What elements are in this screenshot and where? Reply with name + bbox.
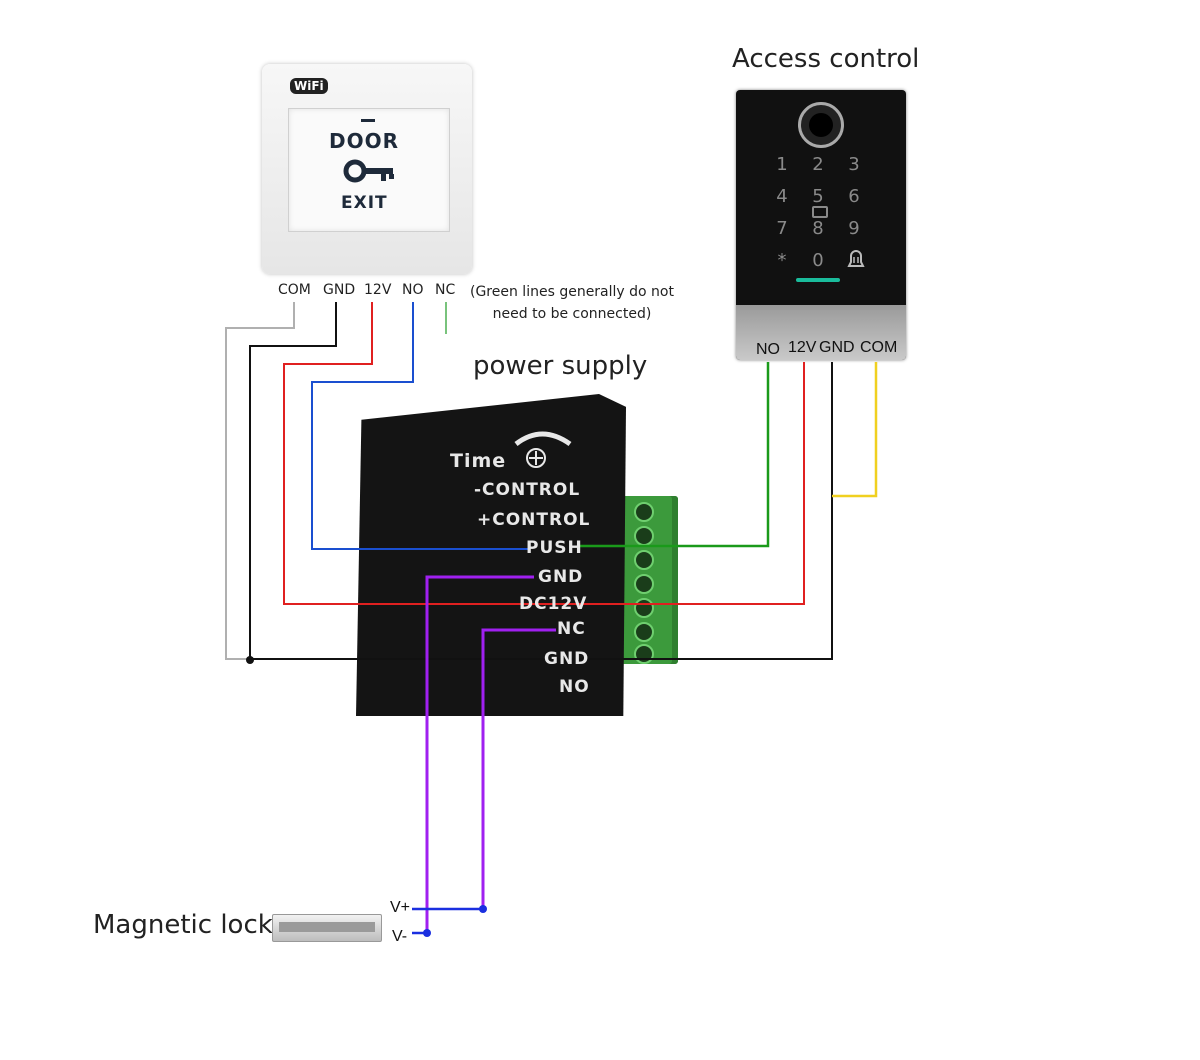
wire-keypad-com xyxy=(832,362,878,498)
key-icon xyxy=(343,157,399,190)
key-5: 5 xyxy=(812,186,824,207)
key-2: 2 xyxy=(812,154,824,175)
wire-push xyxy=(580,362,770,548)
exit-terminal-nc: NC xyxy=(435,282,456,298)
key-3: 3 xyxy=(848,154,860,175)
keypad-terminal-com: COM xyxy=(860,339,898,356)
keypad-terminal-no: NO xyxy=(756,341,780,358)
magnetic-lock-title: Magnetic lock xyxy=(93,910,273,940)
keypad-terminal-gnd: GND xyxy=(819,339,855,356)
wire-exit-no xyxy=(311,302,528,550)
key-0: 0 xyxy=(812,250,824,271)
green-lines-note: (Green lines generally do not need to be… xyxy=(462,281,682,325)
exit-button-face: DOOR EXIT xyxy=(288,108,450,232)
status-led xyxy=(796,278,840,282)
psu-label-no: NO xyxy=(559,677,590,697)
key-7: 7 xyxy=(776,218,788,239)
psu-label-minus-control: -CONTROL xyxy=(474,480,581,500)
screw xyxy=(634,550,654,570)
exit-terminal-gnd: GND xyxy=(323,282,356,298)
junction-dot xyxy=(479,905,487,913)
wire-exit-gnd xyxy=(249,302,833,660)
screw xyxy=(634,622,654,642)
key-4: 4 xyxy=(776,186,788,207)
psu-time-label: Time xyxy=(450,450,507,472)
key-1: 1 xyxy=(776,154,788,175)
psu-label-gnd: GND xyxy=(538,567,584,587)
note-line-1: (Green lines generally do not xyxy=(470,284,674,300)
note-line-2: need to be connected) xyxy=(492,306,652,322)
exit-terminal-com: COM xyxy=(278,282,311,298)
wifi-badge: WiFi xyxy=(290,78,328,94)
power-supply-unit xyxy=(356,394,626,716)
wire-lock-gnd xyxy=(425,575,534,933)
key-star: * xyxy=(777,250,787,271)
dash-mark xyxy=(361,119,375,122)
exit-terminal-no: NO xyxy=(402,282,424,298)
magnetic-lock-device xyxy=(272,914,382,942)
psu-label-dc12v: DC12V xyxy=(519,594,588,614)
lock-terminal-vminus: V- xyxy=(392,928,408,945)
wire-lock-nc xyxy=(481,628,556,909)
exit-button-device: WiFi DOOR EXIT xyxy=(262,64,472,274)
power-supply-title: power supply xyxy=(473,351,648,381)
fingerprint-sensor-icon xyxy=(798,102,844,148)
psu-label-gnd-2: GND xyxy=(544,649,590,669)
access-control-title: Access control xyxy=(732,44,920,74)
bell-icon xyxy=(846,248,866,275)
psu-label-nc: NC xyxy=(557,619,586,639)
screw xyxy=(634,502,654,522)
door-text: DOOR xyxy=(329,129,400,153)
key-9: 9 xyxy=(848,218,860,239)
card-icon xyxy=(812,206,828,218)
screw xyxy=(634,574,654,594)
lock-terminal-vplus: V+ xyxy=(390,899,411,916)
wire-exit-12v xyxy=(283,302,805,605)
exit-terminal-12v: 12V xyxy=(364,282,392,298)
maglock-core xyxy=(279,922,375,932)
psu-terminal-block xyxy=(616,496,678,664)
exit-text: EXIT xyxy=(341,193,388,213)
psu-label-plus-control: +CONTROL xyxy=(477,510,591,530)
key-8: 8 xyxy=(812,218,824,239)
keypad-terminal-12v: 12V xyxy=(788,339,817,356)
keypad-terminal-strip: NO 12V GND COM xyxy=(736,305,906,360)
junction-dot xyxy=(246,656,254,664)
time-adjust-icon xyxy=(512,430,576,475)
access-control-keypad: 1 2 3 4 5 6 7 8 9 * 0 NO 12V GND COM xyxy=(736,90,906,360)
key-6: 6 xyxy=(848,186,860,207)
junction-dot xyxy=(423,929,431,937)
psu-label-push: PUSH xyxy=(526,538,583,558)
wire-exit-com xyxy=(225,302,295,660)
